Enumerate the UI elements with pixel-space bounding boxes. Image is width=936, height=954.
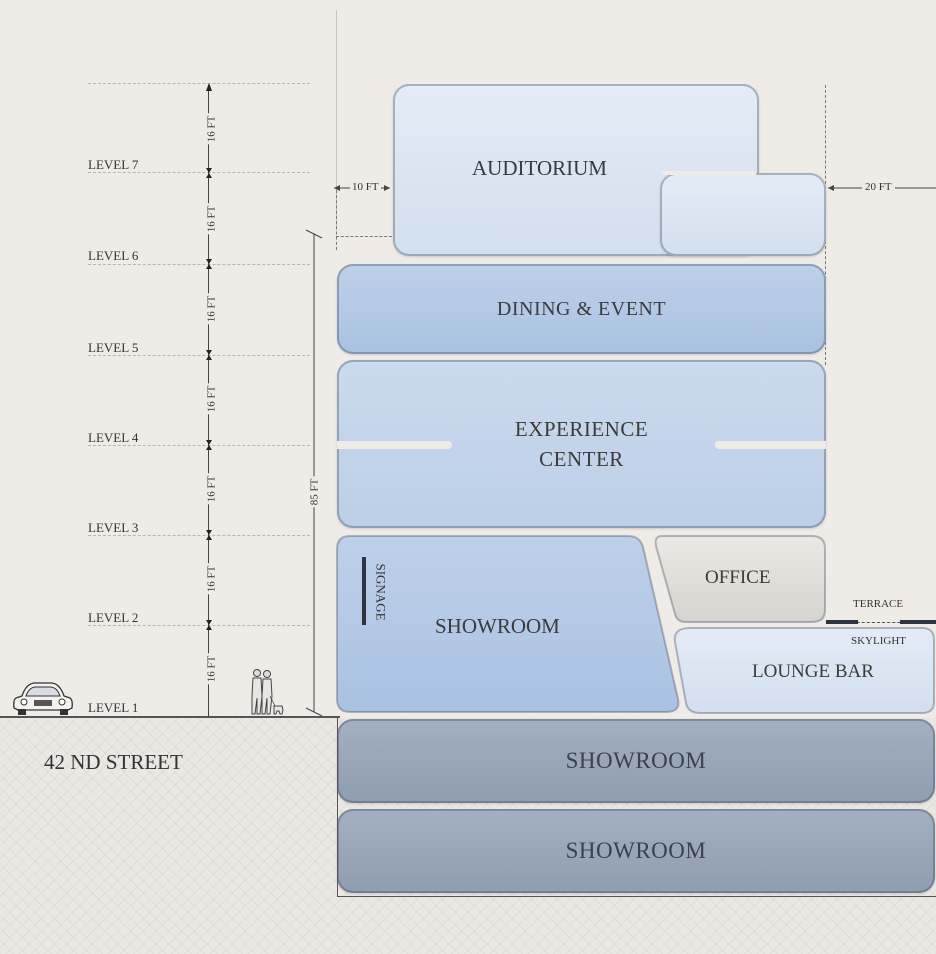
basement-showroom-1-volume: SHOWROOM bbox=[337, 719, 935, 803]
roof-line bbox=[88, 83, 310, 84]
street-label: 42 ND STREET bbox=[44, 750, 183, 774]
floor-height-label: 16 FT bbox=[205, 473, 218, 505]
level-line bbox=[88, 355, 310, 356]
terrace-line bbox=[826, 622, 936, 623]
lounge-bar-volume bbox=[673, 627, 935, 714]
signage-bar bbox=[362, 557, 366, 625]
auditorium-volume-extension bbox=[660, 173, 826, 256]
total-height-label: 85 FT bbox=[308, 476, 321, 508]
floor-height-label: 16 FT bbox=[205, 293, 218, 325]
dining-event-volume: DINING & EVENT bbox=[337, 264, 826, 354]
dining-event-label: DINING & EVENT bbox=[496, 297, 667, 320]
floor-height-label: 16 FT bbox=[205, 113, 218, 145]
foundation-line bbox=[337, 896, 936, 897]
floor-height-label: 16 FT bbox=[205, 203, 218, 235]
setback-line-left bbox=[336, 190, 337, 250]
basement-showroom-1-label: SHOWROOM bbox=[565, 748, 707, 773]
dimension-arrows bbox=[206, 83, 212, 630]
signage-label: SIGNAGE bbox=[373, 563, 389, 621]
floor-height-label: 16 FT bbox=[205, 653, 218, 685]
level-label: LEVEL 1 bbox=[88, 700, 139, 715]
auditorium-label: AUDITORIUM bbox=[472, 156, 607, 180]
total-height-dimension bbox=[305, 229, 323, 717]
basement-showroom-2-volume: SHOWROOM bbox=[337, 809, 935, 893]
street-grade-line bbox=[0, 716, 340, 718]
office-volume bbox=[654, 535, 826, 623]
level-label: LEVEL 3 bbox=[88, 520, 139, 535]
showroom-ground-label: SHOWROOM bbox=[435, 614, 560, 638]
experience-center-label: EXPERIENCE CENTER bbox=[514, 417, 649, 471]
floor-height-label: 16 FT bbox=[205, 383, 218, 415]
floor-height-label: 16 FT bbox=[205, 563, 218, 595]
basement-showroom-2-label: SHOWROOM bbox=[565, 838, 707, 863]
level-label: LEVEL 2 bbox=[88, 610, 139, 625]
level-label: LEVEL 4 bbox=[88, 430, 139, 445]
experience-slab-gap-right bbox=[715, 441, 826, 449]
level-label: LEVEL 5 bbox=[88, 340, 139, 355]
level-line bbox=[88, 625, 310, 626]
level-line bbox=[88, 264, 310, 265]
property-line bbox=[336, 10, 337, 230]
setback-right-label: 20 FT bbox=[862, 181, 895, 193]
setback-line-left-horizontal bbox=[336, 236, 392, 237]
basement-wall-line bbox=[337, 716, 338, 897]
level-label: LEVEL 7 bbox=[88, 157, 139, 172]
skylight-label: SKYLIGHT bbox=[851, 635, 906, 647]
experience-slab-gap-left bbox=[337, 441, 452, 449]
office-label: OFFICE bbox=[705, 567, 771, 588]
level-line bbox=[88, 535, 310, 536]
level-label: LEVEL 6 bbox=[88, 248, 139, 263]
car-icon bbox=[13, 682, 73, 715]
people-with-dog-icon bbox=[251, 669, 284, 715]
lounge-bar-label: LOUNGE BAR bbox=[752, 661, 874, 682]
setback-left-label: 10 FT bbox=[350, 181, 381, 193]
skylight-bar bbox=[826, 620, 858, 624]
skylight-bar bbox=[900, 620, 936, 624]
showroom-ground-volume bbox=[336, 535, 680, 713]
terrace-label: TERRACE bbox=[853, 598, 904, 610]
level-line bbox=[88, 445, 310, 446]
level-line bbox=[88, 172, 310, 173]
auditorium-notch bbox=[662, 171, 756, 175]
